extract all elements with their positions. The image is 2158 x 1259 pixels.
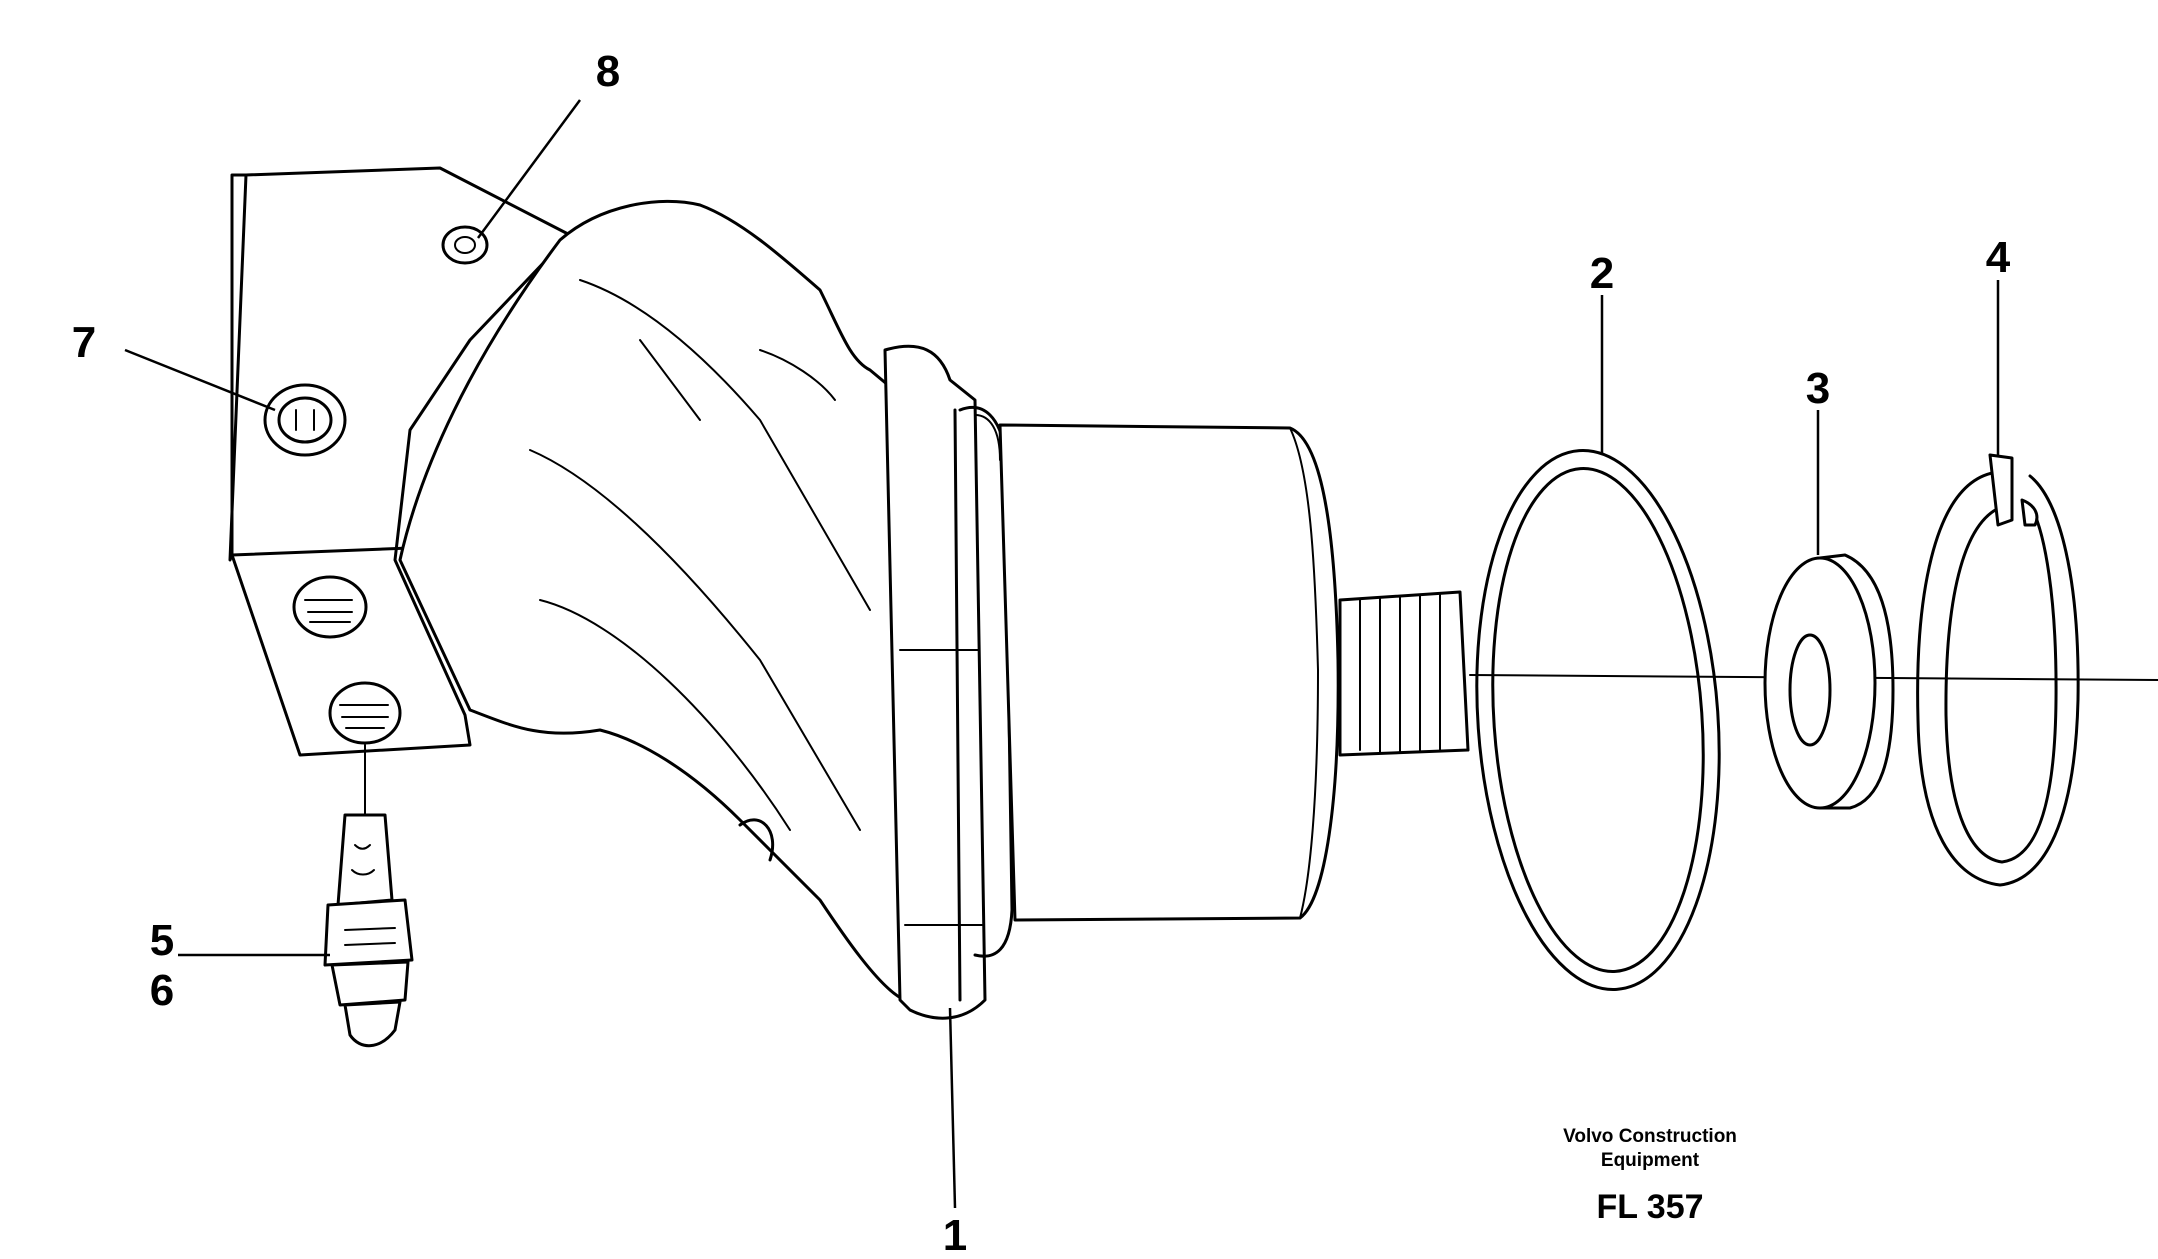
callout-1: 1 <box>943 1211 967 1259</box>
threaded-port-upper <box>292 575 368 639</box>
callout-7: 7 <box>72 318 96 367</box>
motor-barrel <box>998 423 1340 922</box>
motor-housing <box>398 199 907 1002</box>
callout-5: 5 <box>150 916 174 965</box>
callout-8: 8 <box>596 47 620 96</box>
washer <box>1763 553 1895 810</box>
leader-lines <box>124 99 2000 1209</box>
caption-maker-line2: Equipment <box>1601 1150 1700 1171</box>
plug-7 <box>263 383 347 457</box>
threaded-port-lower <box>328 681 402 745</box>
callout-3: 3 <box>1806 364 1830 413</box>
callout-4: 4 <box>1986 233 2011 282</box>
motor-flange <box>883 344 987 1020</box>
o-ring <box>1475 449 1721 991</box>
motor-output-shaft <box>1338 590 1470 757</box>
callout-2: 2 <box>1590 249 1614 298</box>
figure-code: FL 357 <box>1596 1188 1703 1226</box>
plug-8 <box>441 225 489 265</box>
hydraulic-motor <box>228 166 2158 1020</box>
caption-maker-line1: Volvo Construction <box>1563 1126 1737 1147</box>
callout-6: 6 <box>150 966 174 1015</box>
fitting-5-6 <box>323 744 414 1048</box>
retaining-ring <box>1916 453 2080 887</box>
